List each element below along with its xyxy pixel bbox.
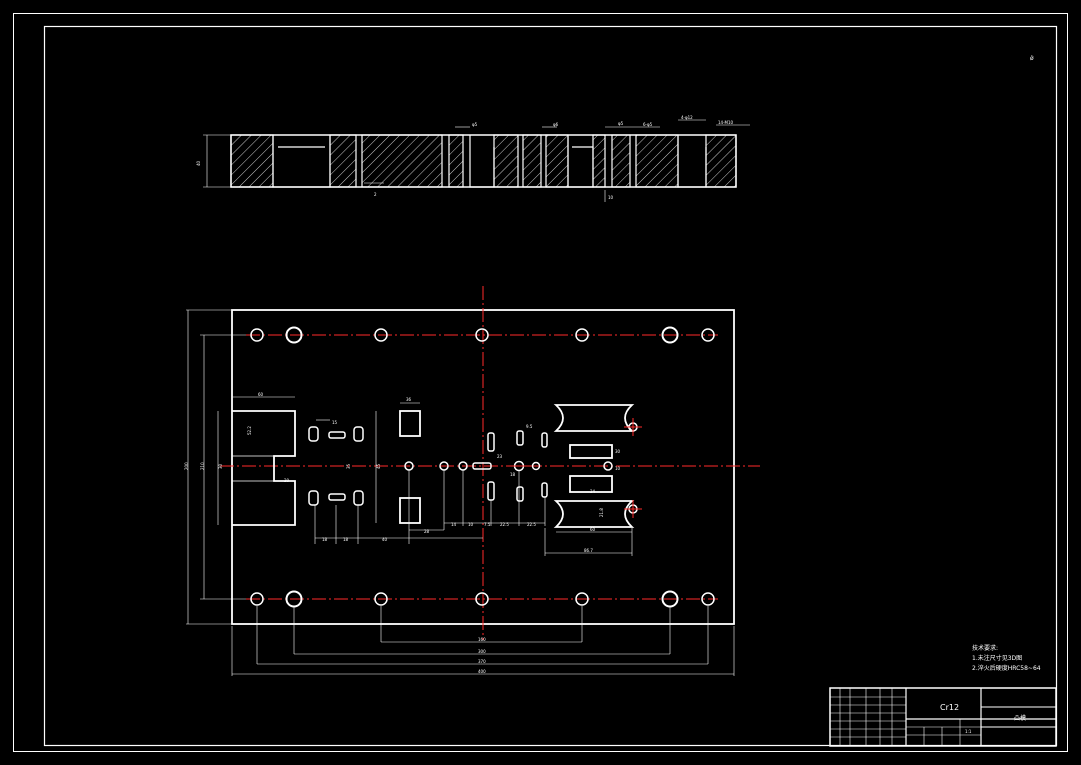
hole [575,328,589,342]
section-view: 40 φ5 φ6 φ5 6-φ5 4-φ12 14-M10 2 10 [196,115,750,202]
square-punch-bottom [399,497,421,524]
section-dim-2: φ6 [553,122,559,127]
hole [475,592,489,606]
inner-dim-22-5a: 22.5 [500,522,509,527]
section-dim-5: 4-φ12 [681,115,693,120]
section-hatch-1 [230,134,274,188]
hole [701,328,715,342]
hole [475,328,489,342]
bottom-dimensions: 160 300 370 400 [231,606,735,676]
outer-sheet-border [13,13,1068,752]
inner-dim-23: 23 [497,454,503,459]
inner-frame-border [43,25,1058,747]
title-part-name: 凸模 [1014,714,1026,722]
right-slot-bottom [569,475,613,493]
inner-dim-36: 36 [406,397,412,402]
title-scale: 1:1 [965,729,972,734]
inner-dim-24: 24 [590,489,596,494]
inner-dim-10: 10 [468,522,474,527]
section-hatch-10 [635,134,679,188]
section-hatch-6 [522,134,542,188]
bottom-dim-160: 160 [478,637,486,642]
notes-line-2: 2.淬火后硬度HRC58~64 [972,664,1041,672]
section-cavity-2 [469,135,495,188]
inner-dim-30: 30 [615,449,621,454]
title-block: Cr12 凸模 1:1 [829,687,1057,747]
section-cavity-4 [677,135,707,188]
inner-dim-21-8: 21.8 [599,508,604,517]
section-hatch-11 [705,134,737,188]
right-punch-top [553,404,635,432]
inner-dim-18b: 18 [343,537,349,542]
notes-line-1: 1.未注尺寸见3D图 [972,654,1022,662]
inner-dim-10b: 10 [615,466,621,471]
section-hatch-8 [592,134,606,188]
inner-dim-40: 40 [382,537,388,542]
section-hatch-3 [361,134,443,188]
inner-dim-15: 15 [332,420,338,425]
inner-dim-14: 14 [451,522,457,527]
section-hatch-7 [545,134,569,188]
corner-mark: ǿ [1030,55,1034,62]
square-punch-top [399,410,421,437]
hole [250,592,264,606]
hole [374,592,388,606]
left-dim-210: 210 [200,462,205,470]
inner-dim-28: 28 [424,529,430,534]
technical-notes: 技术要求: 1.未注尺寸见3D图 2.淬火后硬度HRC58~64 [972,644,1041,672]
section-hatch-4 [448,134,464,188]
hole [374,328,388,342]
title-material: Cr12 [940,703,959,712]
right-punch-bottom [553,500,635,528]
top-hole-row [250,326,715,344]
small-slots-left [308,426,364,506]
notes-heading: 技术要求: [972,644,998,652]
section-small-dim-2: 10 [608,195,614,200]
inner-dimensions: 60 52.2 15 36 45 35 20 18 18 40 28 14 10 [232,392,633,556]
section-height-label: 40 [196,160,201,166]
inner-dim-18a: 18 [322,537,328,542]
inner-dim-22-5b: 22.5 [527,522,536,527]
hole [701,592,715,606]
left-dim-200: 200 [184,462,189,470]
left-dimensions: 200 210 30 [184,309,246,625]
inner-dim-45: 45 [376,463,381,469]
left-cutout [232,410,296,526]
title-block-outline [829,687,1057,747]
section-dim-6: 14-M10 [718,120,734,125]
section-hatch-9 [611,134,631,188]
inner-dim-60b: 60 [590,527,596,532]
bottom-dim-300: 300 [478,649,486,654]
inner-dim-52-2: 52.2 [247,426,252,435]
plan-view: 160 300 370 400 200 210 30 [184,286,760,676]
section-hatch-5 [493,134,519,188]
hole [285,326,303,344]
inner-dim-60: 60 [258,392,264,397]
inner-dim-9-5: 9.5 [526,424,533,429]
section-cavity-1 [272,135,331,188]
right-slot-top [569,444,613,459]
inner-dim-18c: 18 [510,472,516,477]
section-hatch-2 [329,134,357,188]
bottom-dim-370: 370 [478,659,486,664]
inner-dim-35: 35 [346,463,351,469]
section-dim-4: 6-φ5 [643,122,653,127]
bottom-dim-400: 400 [478,669,486,674]
section-cavity-3 [567,135,594,188]
section-small-dim-1: 2 [374,192,377,197]
title-block-grid [830,688,981,746]
right-hole-center [603,461,613,471]
section-top-dims: φ5 φ6 φ5 6-φ5 4-φ12 14-M10 2 10 [364,115,750,202]
inner-dim-20: 20 [284,478,290,483]
hole [661,326,679,344]
hole [250,328,264,342]
section-dim-1: φ5 [472,122,478,127]
inner-dim-86-7: 86.7 [584,548,593,553]
inner-dim-7-5: 7.5 [484,522,491,527]
section-dim-3: φ5 [618,121,624,126]
hole [575,592,589,606]
left-dim-30: 30 [218,463,223,469]
